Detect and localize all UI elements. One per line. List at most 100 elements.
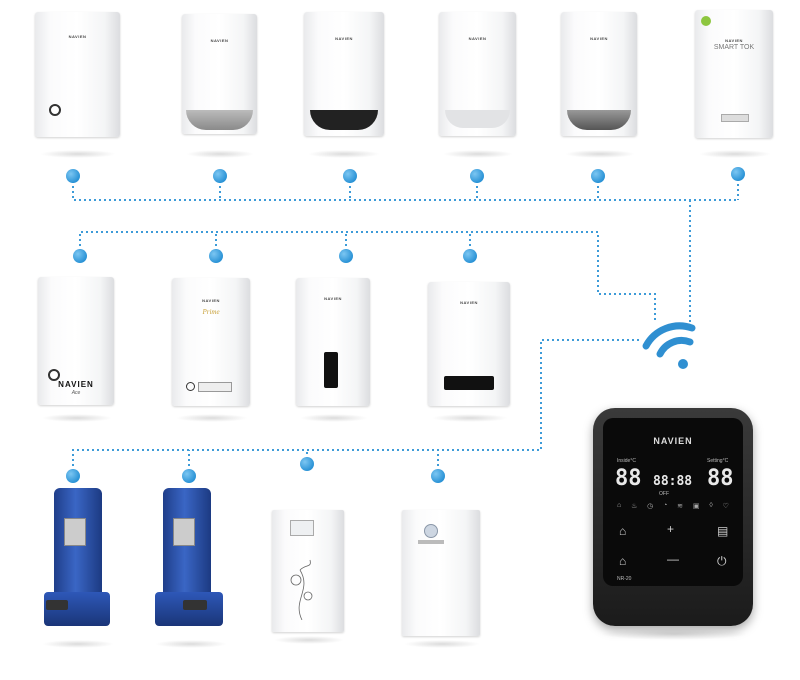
brand-label: NAVIEN [590, 36, 608, 41]
motor [183, 600, 207, 610]
setting-temp-label: Setting°C [707, 458, 729, 464]
floor-boiler-blue [40, 488, 114, 640]
brand-label: NAVIEN [460, 300, 478, 305]
connection-dot [731, 167, 745, 181]
display [290, 520, 314, 536]
inside-temp-display: 88 [615, 466, 642, 491]
status-text: OFF [659, 491, 669, 497]
boiler-unit: NAVIEN [561, 12, 637, 136]
knob-icon [48, 369, 60, 381]
control-panel [64, 518, 86, 546]
control-panel [444, 376, 494, 390]
boiler-unit: NAVIEN [296, 278, 370, 406]
floral-decoration-icon [290, 559, 313, 620]
knob-icon [49, 104, 61, 116]
lock-icon: ▣ [692, 503, 700, 510]
model-label: SMART TOK [713, 44, 755, 51]
unit-shadow [155, 640, 227, 648]
brand-label: NAVIEN [468, 36, 487, 41]
floor-boiler-white [272, 510, 344, 632]
brand-label: NAVIEN [58, 380, 94, 389]
unit-shadow [565, 150, 635, 158]
away-button-icon[interactable]: ⌂ [619, 554, 627, 568]
connection-dot [66, 469, 80, 483]
timer-icon: ◔ [663, 502, 668, 509]
boiler-unit: NAVIEN [439, 12, 516, 136]
control-panel [567, 110, 631, 130]
unit-shadow [42, 414, 112, 422]
home-mode-icon: ⌂ [617, 502, 622, 509]
connection-dot [209, 249, 223, 263]
connection-dot [463, 249, 477, 263]
connection-dot [339, 249, 353, 263]
unit-shadow [186, 150, 254, 158]
control-panel [186, 110, 253, 130]
label-strip [418, 540, 444, 544]
setting-temp-display: 88 [707, 466, 734, 491]
unit-shadow [404, 640, 480, 648]
unit-shadow [40, 150, 116, 158]
brand-label: NAVIEN [210, 38, 229, 43]
connection-dot [591, 169, 605, 183]
wifi-badge-icon [701, 16, 711, 26]
schedule-button-icon[interactable]: ▤ [717, 524, 729, 538]
model-label: NR-20 [617, 576, 632, 582]
time-display: 88:88 [653, 474, 693, 489]
connection-dot [431, 469, 445, 483]
unit-shadow [699, 150, 771, 158]
flame-icon: ♨ [631, 503, 638, 510]
thermostat-screen: NAVIEN Inside°C Setting°C 88 88:88 88 OF… [603, 418, 743, 586]
connection-dot [470, 169, 484, 183]
brand-label: NAVIEN [335, 36, 353, 41]
control-panel [324, 352, 338, 388]
thermostat-controller: NAVIEN Inside°C Setting°C 88 88:88 88 OF… [593, 408, 753, 626]
boiler-unit: NAVIEN Prime [172, 278, 250, 406]
plus-button-icon[interactable]: + [667, 522, 675, 536]
connection-dot [73, 249, 87, 263]
wifi-icon [642, 322, 696, 369]
control-panel [445, 110, 510, 128]
unit-shadow [600, 628, 748, 640]
minus-button-icon[interactable]: — [667, 552, 679, 566]
boiler-unit: NAVIEN [182, 14, 257, 134]
unit-shadow [308, 150, 380, 158]
motor [46, 600, 68, 610]
drop-icon: ◊ [709, 502, 713, 509]
wifi-status-icon: ≋ [677, 503, 684, 510]
heart-icon: ♡ [722, 503, 729, 510]
connection-dot [300, 457, 314, 471]
unit-shadow [443, 150, 513, 158]
boiler-unit: NAVIEN [304, 12, 384, 136]
unit-shadow [274, 636, 344, 644]
connection-dot [213, 169, 227, 183]
brand-label: NAVIEN [202, 298, 220, 303]
control-panel [173, 518, 195, 546]
display [198, 382, 232, 392]
mode-icon-row: ⌂ ♨ ◷ ◔ ≋ ▣ ◊ ♡ [617, 502, 729, 510]
home-button-icon[interactable]: ⌂ [619, 524, 627, 538]
boiler-unit: NAVIEN [428, 282, 510, 406]
clock-icon: ◷ [647, 503, 654, 510]
emblem-icon [424, 524, 438, 538]
model-label: Prime [202, 308, 220, 316]
boiler-unit: NAVIEN Ace [38, 277, 114, 405]
connection-dot [66, 169, 80, 183]
connection-dot [343, 169, 357, 183]
brand-label: NAVIEN [68, 34, 87, 39]
knob-icon [186, 382, 195, 391]
power-button-icon[interactable]: ⏻ [717, 554, 727, 568]
model-label: Ace [71, 390, 81, 396]
brand-label: NAVIEN [324, 296, 342, 301]
unit-shadow [42, 640, 114, 648]
control-panel [310, 110, 378, 130]
boiler-unit: NAVIEN [35, 12, 120, 137]
display [721, 114, 749, 122]
unit-shadow [432, 414, 508, 422]
unit-shadow [300, 414, 368, 422]
unit-shadow [176, 414, 248, 422]
brand-label: NAVIEN [725, 38, 743, 43]
connection-dot [182, 469, 196, 483]
inside-temp-label: Inside°C [617, 458, 636, 464]
floor-boiler-blue [153, 488, 227, 640]
